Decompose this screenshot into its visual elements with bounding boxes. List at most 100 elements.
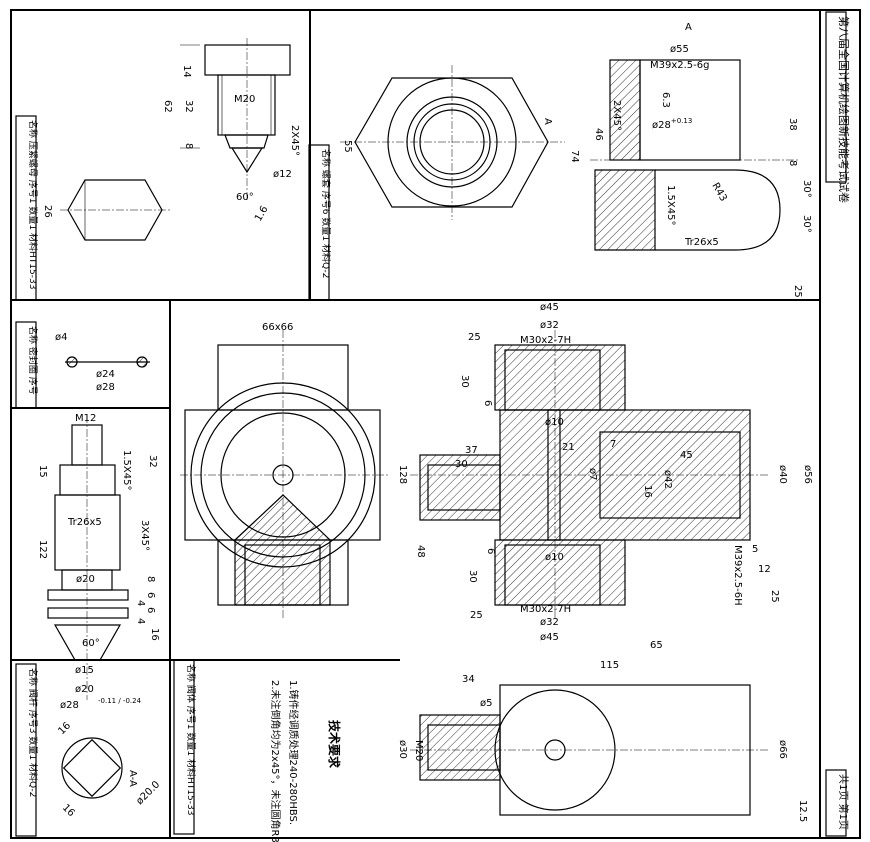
dimension-label: 材料 (320, 244, 332, 262)
dimension-label: ø20 (75, 684, 94, 695)
dimension-label: 材料 (27, 233, 39, 251)
svg-text:名称 密封圈 序号: 名称 密封圈 序号 (27, 326, 39, 395)
dimension-label: 序号 (320, 191, 332, 209)
dimension-label: M20 (234, 94, 255, 105)
dimension-label: 1.5X45° (665, 185, 676, 225)
dimension-label: 3X45° (139, 520, 150, 551)
dimension-label: Q-2 (27, 781, 37, 797)
title-block-valve-body: 名称 阀体 序号1 数量1 材料HT15-33 (173, 659, 197, 835)
dimension-label: Q-2 (320, 262, 330, 278)
dimension-label: 66x66 (262, 322, 293, 333)
dimension-label: 74 (569, 150, 580, 163)
dimension-label: 数量 (27, 206, 39, 224)
dimension-label: 8 (145, 576, 156, 582)
dimension-label: ø42 (662, 470, 673, 489)
dimension-label: ø7 (587, 468, 598, 480)
dimension-label: ø20 (76, 574, 95, 585)
dimension-label: 1 (27, 198, 37, 204)
dimension-label: 48 (415, 545, 426, 558)
dimension-label: 30° (801, 180, 812, 198)
dimension-label: 34 (462, 674, 475, 685)
dimension-label: 65 (650, 640, 663, 651)
dimension-label: 名称 (320, 149, 332, 167)
dimension-label: 60° (82, 638, 100, 649)
dimension-label: ø32 (540, 617, 559, 628)
dimension-label: 名称 (27, 326, 39, 344)
dimension-label: A (685, 22, 692, 33)
valve-body-top-view: 115 34 ø5 ø30 M20 ø66 12.5 (397, 660, 808, 822)
dimension-label: 60° (236, 192, 254, 203)
title-block-sleeve: 名称 螺套 序号6 数量1 材料Q-2 (308, 144, 332, 301)
dimension-label: 1.6 (253, 204, 270, 223)
dimension-label: 14 (181, 65, 192, 78)
dimension-label: 材料 (185, 759, 197, 777)
dimension-label: Tr26x5 (67, 517, 102, 528)
dimension-label: 序号 (185, 706, 197, 724)
dimension-label: 4 (135, 600, 146, 606)
dimension-label: 阀杆 (27, 689, 39, 707)
dimension-label: ø32 (540, 320, 559, 331)
svg-text:名称 螺套 序号6 数量1 材料Q-2: 名称 螺套 序号6 数量1 材料Q-2 (320, 149, 332, 278)
dimension-label: ø30 (397, 740, 408, 759)
dimension-label: 128 (397, 465, 408, 484)
dimension-label: M39x2.5-6g (650, 60, 710, 71)
dimension-label: 12.5 (797, 800, 808, 822)
dimension-label: ø45 (540, 632, 559, 643)
dimension-label: ø45 (540, 302, 559, 313)
dimension-label: ø56 (802, 465, 813, 484)
valve-stem-view: M12 1.5X45° 32 15 122 Tr26x5 3X45° ø20 8… (37, 413, 162, 819)
dimension-label: 序号 (27, 180, 39, 198)
dimension-label: 7 (610, 439, 616, 450)
compression-nut-view: 14 62 32 M20 8 2X45° ø12 60° 1.6 26 (42, 38, 300, 241)
dimension-label: 名称 (27, 120, 39, 138)
dimension-label: 1 (185, 750, 195, 756)
dimension-label: M30x2-7H (520, 604, 571, 615)
dimension-label: 6.3 (660, 92, 671, 108)
dimension-label: 8 (787, 160, 798, 166)
dimension-label: ø28 (96, 382, 115, 393)
dimension-label: 1 (27, 754, 37, 760)
valve-body-side-view: 66x66 (180, 322, 390, 620)
dimension-label: 62 (162, 100, 173, 113)
valve-body-section-view: ø45 ø32 M30x2-7H 25 30 6 ø10 21 7 37 30 … (397, 302, 813, 651)
dimension-label: 共1页 第1页 (837, 774, 850, 830)
dimension-label: 8 (183, 143, 194, 149)
dimension-label: ø12 (273, 169, 292, 180)
dimension-label: 名称 (27, 668, 39, 686)
dimension-label: 2X45° (289, 125, 300, 156)
dimension-label: ø55 (670, 44, 689, 55)
technical-requirements: 技术要求 1.铸件经调质处理240-280HBS. 2.未注倒角均为2x45°，… (269, 680, 342, 842)
dimension-label: 25 (468, 332, 481, 343)
dimension-label: 55 (342, 140, 353, 153)
dimension-label: 6 (320, 209, 330, 215)
svg-text:名称 压紧螺母 序号1 数量1 材料HT15-33: 名称 压紧螺母 序号1 数量1 材料HT15-33 (27, 120, 39, 289)
sheet-frame (10, 9, 861, 839)
dimension-label: 16 (149, 628, 160, 641)
title-block-seal-ring: 名称 密封圈 序号 (15, 321, 39, 409)
dimension-label: 1.5X45° (121, 450, 132, 490)
title-block-valve-stem: 名称 阀杆 序号3 数量1 材料Q-2 (15, 663, 39, 837)
dimension-label: M39x2.5-6H (732, 545, 743, 606)
dimension-label: 16 (60, 802, 77, 819)
dimension-label: A (542, 118, 553, 125)
dimension-label: 37 (465, 445, 478, 456)
dimension-label: A-A (127, 770, 138, 787)
dimension-label: 数量 (185, 732, 197, 750)
dimension-label: 数量 (320, 217, 332, 235)
dimension-label: M30x2-7H (520, 335, 571, 346)
dimension-label: 技术要求 (327, 720, 342, 769)
dimension-label: 16 (642, 485, 653, 498)
dimension-label: ø28 (652, 120, 671, 131)
dimension-label: 26 (42, 205, 53, 218)
svg-text:名称 阀杆 序号3 数量1 材料Q-2: 名称 阀杆 序号3 数量1 材料Q-2 (27, 668, 39, 797)
sleeve-section-view: A ø55 M39x2.5-6g 2X45° 6.3 ø28+0.13 46 7… (569, 22, 812, 298)
dimension-label: ø15 (75, 665, 94, 676)
dimension-label: ø10 (545, 552, 564, 563)
dimension-label: HT15-33 (185, 777, 195, 815)
dimension-label: Tr26x5 (684, 237, 719, 248)
exam-title: 第八届全国计算机绘图新技能考试试卷 共1页 第1页 (825, 11, 851, 837)
dimension-label: 16 (56, 720, 73, 737)
dimension-label: 25 (792, 285, 803, 298)
dimension-label: 材料 (27, 763, 39, 781)
dimension-label: 25 (470, 610, 483, 621)
